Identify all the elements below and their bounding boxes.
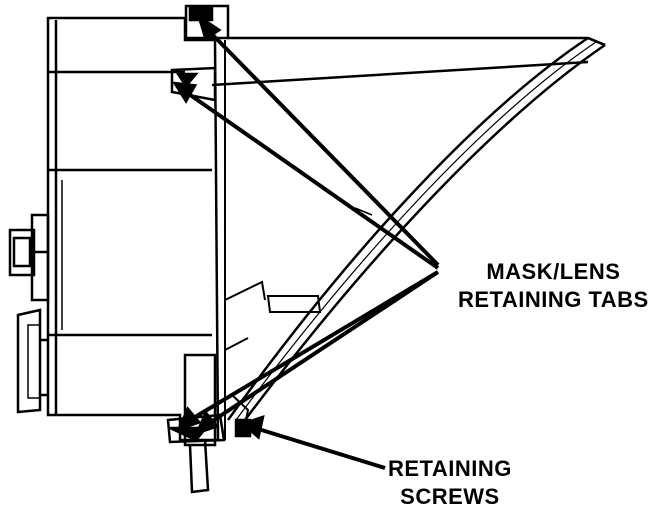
- callout-mask-lens-retaining-tabs: MASK/LENS RETAINING TABS: [458, 258, 649, 314]
- tabs-arrow-upper: [184, 90, 440, 270]
- reflector: [224, 40, 322, 440]
- lower-mount: [16, 308, 48, 414]
- callout-tabs-line1: MASK/LENS: [486, 259, 621, 284]
- arrowhead-icon: [194, 410, 220, 436]
- side-connector: [8, 213, 50, 302]
- callout-tabs-line2: RETAINING TABS: [458, 287, 649, 312]
- arrowhead-icon: [240, 414, 265, 440]
- lamp-housing: [46, 16, 220, 442]
- tabs-arrow-lower: [188, 270, 440, 422]
- callout-screws-line2: SCREWS: [400, 484, 500, 509]
- lens-mask: [211, 36, 606, 421]
- arrowhead-icon: [172, 81, 198, 104]
- leader-lines: [172, 13, 440, 470]
- screws-arrow: [254, 426, 386, 470]
- callout-retaining-screws: RETAINING SCREWS: [388, 455, 512, 510]
- arrowhead-icon: [176, 406, 202, 432]
- arrowhead-icon: [196, 13, 222, 42]
- tabs-arrow-bottom: [206, 270, 440, 426]
- callout-screws-line1: RETAINING: [388, 456, 512, 481]
- tabs-arrow-top: [204, 26, 440, 267]
